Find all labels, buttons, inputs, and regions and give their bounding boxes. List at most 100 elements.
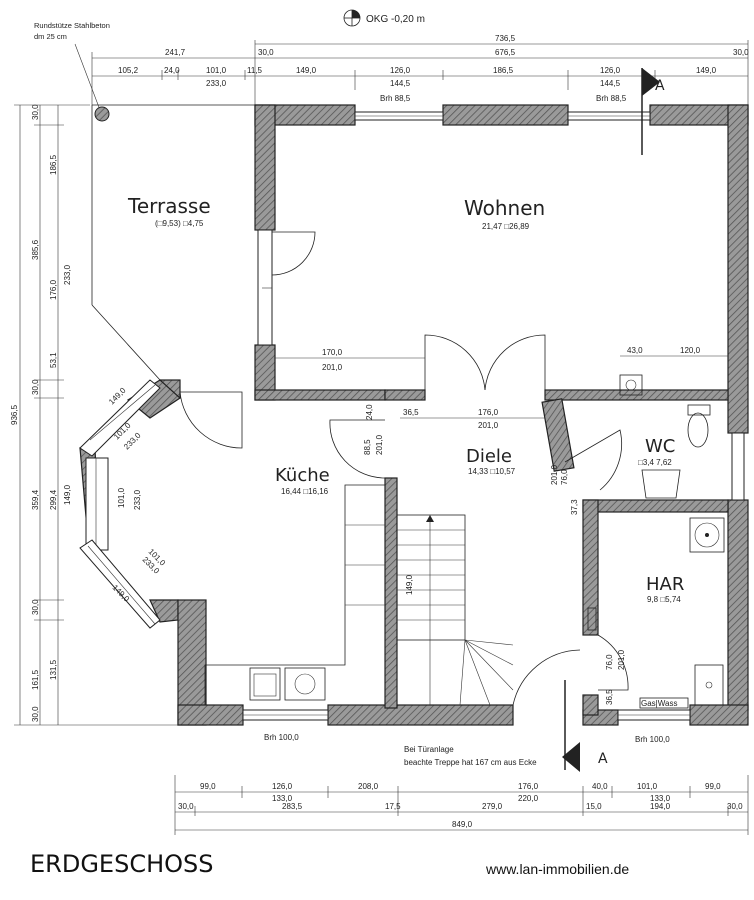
- room-har-area: 9,8 □5,74: [647, 595, 681, 604]
- dim-left-2: 385,6: [31, 239, 40, 260]
- dim-149a: 149,0: [107, 386, 128, 407]
- dim-top-30b: 30,0: [733, 48, 749, 57]
- dim-201c: 201,0: [375, 434, 384, 455]
- dim-bot-r1-6: 99,0: [705, 782, 721, 791]
- dim-149b: 149,0: [405, 574, 414, 595]
- dim-24: 24,0: [365, 404, 374, 420]
- stairs: [396, 514, 514, 706]
- dim-left-0: 30,0: [31, 104, 40, 120]
- wc-basin-icon: [641, 469, 681, 499]
- room-kueche-name: Küche: [275, 465, 330, 486]
- floor-title: ERDGESCHOSS: [30, 850, 214, 878]
- room-wohnen-name: Wohnen: [464, 196, 545, 220]
- dim-top-r3-7: 126,0: [600, 66, 621, 75]
- dim-bot-r3-6: 30,0: [727, 802, 743, 811]
- toilet-icon: [687, 412, 709, 448]
- stove-icon: [284, 667, 326, 701]
- dim-left-13: 30,0: [31, 706, 40, 722]
- dim-left-11: 131,5: [49, 659, 58, 680]
- website-label: www.lan-immobilien.de: [486, 861, 630, 877]
- column-note-line1: Rundstütze Stahlbeton: [34, 21, 110, 30]
- dim-43: 43,0: [627, 346, 643, 355]
- room-wc-area: □3,4 7,62: [638, 458, 672, 467]
- dim-top-r3-1: 24,0: [164, 66, 180, 75]
- dim-left-7: 299,4: [49, 489, 58, 510]
- brh-top-left: Brh 88,5: [380, 94, 411, 103]
- dim-bot-r1-0: 99,0: [200, 782, 216, 791]
- room-terrasse-area: (□9,53) □4,75: [155, 219, 204, 228]
- sink-icon: [249, 667, 281, 701]
- dim-bot-r2-2: 133,0: [650, 794, 671, 803]
- dim-bot-r1-4: 40,0: [592, 782, 608, 791]
- level-marker: OKG -0,20 m: [343, 9, 425, 27]
- round-column-icon: [94, 106, 110, 122]
- stair-note-1: Bei Türanlage: [404, 745, 454, 754]
- dim-76a: 76,0: [560, 469, 569, 485]
- dim-top-r3-0: 105,2: [118, 66, 139, 75]
- dim-201e: 201,0: [550, 464, 559, 485]
- dim-left-4: 233,0: [63, 264, 72, 285]
- dim-bot-r1-3: 176,0: [518, 782, 539, 791]
- dim-76b: 76,0: [605, 654, 614, 670]
- terrasse-outline: [91, 104, 255, 381]
- dim-170: 170,0: [322, 348, 343, 357]
- stair-note-2: beachte Treppe hat 167 cm aus Ecke: [404, 758, 537, 767]
- dim-365b: 36,5: [605, 689, 614, 705]
- wc-fixtures: [587, 374, 725, 709]
- dim-top-overall: 736,5: [495, 34, 516, 43]
- dim-bot-r3-2: 17,5: [385, 802, 401, 811]
- dim-201b: 201,0: [478, 421, 499, 430]
- dim-top-30: 30,0: [258, 48, 274, 57]
- bottom-dimensions: 99,0 126,0 208,0 176,0 40,0 101,0 99,0 1…: [174, 775, 749, 835]
- dim-left-6: 30,0: [31, 379, 40, 395]
- dim-top-r4-2: 144,5: [600, 79, 621, 88]
- windows-bottom: Brh 100,0 Brh 100,0: [242, 709, 691, 744]
- section-marker-bottom: A: [562, 680, 608, 772]
- dim-left-1: 186,5: [49, 154, 58, 175]
- dim-201a: 201,0: [322, 363, 343, 372]
- bay-windows: [79, 379, 161, 629]
- dim-bot-r1-2: 208,0: [358, 782, 379, 791]
- dim-101b: 101,0: [117, 487, 126, 508]
- dim-120: 120,0: [680, 346, 701, 355]
- room-kueche-area: 16,44 □16,16: [281, 487, 329, 496]
- room-diele-area: 14,33 □10,57: [468, 467, 516, 476]
- room-wohnen-area: 21,47 □26,89: [482, 222, 530, 231]
- dim-bot-overall: 849,0: [452, 820, 473, 829]
- dim-top-r3-6: 186,5: [493, 66, 514, 75]
- dim-top-r3-8: 149,0: [696, 66, 717, 75]
- gas-wasser-label: Gas|Wass: [641, 699, 677, 708]
- doors: [179, 229, 629, 706]
- dim-bot-r1-5: 101,0: [637, 782, 658, 791]
- dim-top-r4-1: 144,5: [390, 79, 411, 88]
- dim-233b: 233,0: [133, 489, 142, 510]
- dim-top-r3-4: 149,0: [296, 66, 317, 75]
- dim-left-12: 161,5: [31, 669, 40, 690]
- room-terrasse-name: Terrasse: [127, 194, 211, 218]
- room-wc-name: WC: [645, 436, 675, 457]
- dim-bot-r3-1: 283,5: [282, 802, 303, 811]
- dim-left-3: 176,0: [49, 279, 58, 300]
- brh-bottom-left: Brh 100,0: [264, 733, 299, 742]
- room-labels: Terrasse (□9,53) □4,75 Wohnen 21,47 □26,…: [127, 194, 684, 604]
- room-har-name: HAR: [646, 574, 684, 595]
- dim-176: 176,0: [478, 408, 499, 417]
- dim-bot-r3-5: 194,0: [650, 802, 671, 811]
- brh-top-right: Brh 88,5: [596, 94, 627, 103]
- boiler-icon: [689, 517, 725, 553]
- dim-left-overall: 936,5: [10, 404, 19, 425]
- top-dimensions: 736,5 241,7 30,0 676,5 30,0 105,2 24,0 1…: [91, 34, 749, 105]
- inner-dimensions: 170,0 201,0 43,0 120,0 36,5 176,0 201,0 …: [107, 346, 728, 705]
- dim-bot-r3-4: 15,0: [586, 802, 602, 811]
- section-label-bottom: A: [598, 751, 608, 767]
- dim-top-r3-5: 126,0: [390, 66, 411, 75]
- column-note: Rundstütze Stahlbeton dm 25 cm: [34, 21, 110, 122]
- wc-window: [731, 432, 745, 501]
- dim-bot-r3-3: 279,0: [482, 802, 503, 811]
- meter-cabinet-icon: [694, 664, 724, 706]
- dim-left-8: 359,4: [31, 489, 40, 510]
- level-marker-text: OKG -0,20 m: [366, 14, 425, 25]
- dim-bot-r2-0: 133,0: [272, 794, 293, 803]
- dim-bot-r3-0: 30,0: [178, 802, 194, 811]
